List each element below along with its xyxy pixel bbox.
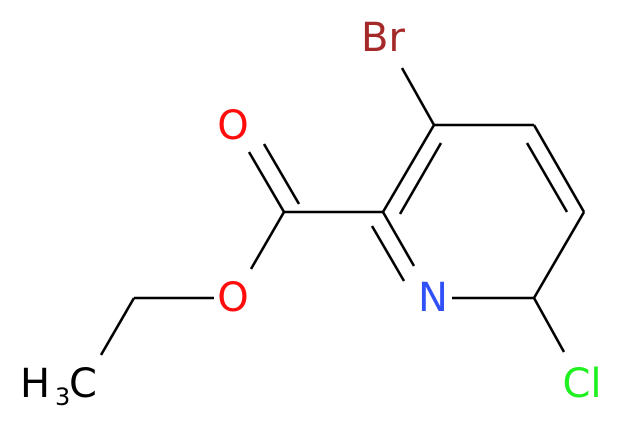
bond-c2-c3 — [381, 124, 436, 213]
bond-c-o-double-1 — [247, 151, 286, 213]
atom-labels: Br O O N Cl H 3 C — [20, 15, 602, 411]
bond-c-o-ester — [249, 211, 286, 270]
methyl-subscript: 3 — [55, 383, 70, 411]
methyl-hydrogen: H — [20, 361, 50, 407]
atom-oxygen-ester: O — [217, 275, 248, 321]
bond-n-c2 — [381, 211, 416, 267]
atom-oxygen-carbonyl: O — [217, 103, 248, 149]
bond-c2-c3-inner — [398, 142, 443, 215]
bond-c3-br — [400, 67, 436, 126]
bond-c4-c5 — [532, 124, 586, 213]
bonds — [99, 67, 586, 356]
atom-methyl: H 3 C — [20, 361, 97, 411]
bond-n-c2-inner — [370, 225, 406, 282]
bond-c4-c5-inner — [525, 142, 569, 213]
bond-c-o-double-2 — [262, 143, 301, 205]
bond-c6-cl — [532, 297, 566, 353]
bond-c5-c6 — [532, 211, 586, 299]
atom-chlorine: Cl — [562, 361, 601, 407]
methyl-carbon: C — [69, 361, 97, 407]
bond-ch2-ch3 — [99, 297, 136, 356]
atom-nitrogen: N — [418, 275, 448, 321]
atom-bromine: Br — [361, 15, 405, 61]
